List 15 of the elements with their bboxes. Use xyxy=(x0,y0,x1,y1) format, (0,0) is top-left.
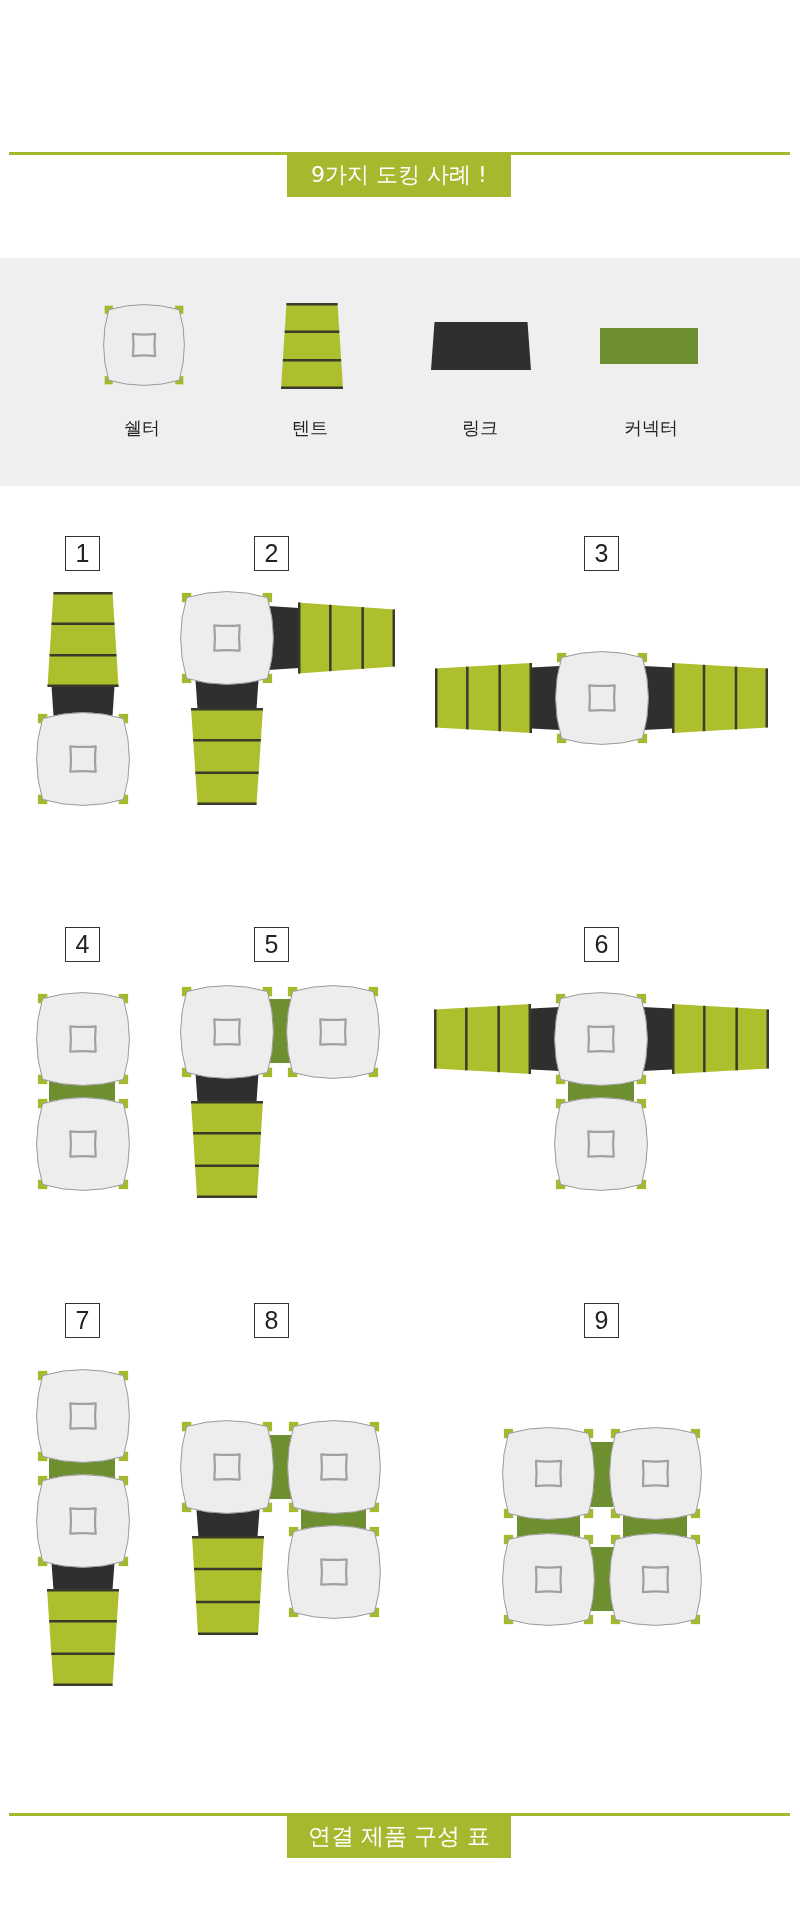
section-heading: 연결 제품 구성 표 xyxy=(287,1814,511,1858)
number-box: 6 xyxy=(584,927,619,962)
legend-label: 커넥터 xyxy=(624,417,678,439)
number-box: 3 xyxy=(584,536,619,571)
number-box: 2 xyxy=(254,536,289,571)
legend-label: 링크 xyxy=(462,417,498,439)
number-box: 8 xyxy=(254,1303,289,1338)
number-box: 1 xyxy=(65,536,100,571)
number-box: 5 xyxy=(254,927,289,962)
legend-label: 쉘터 xyxy=(124,417,160,439)
number-box: 9 xyxy=(584,1303,619,1338)
legend-label: 텐트 xyxy=(292,417,328,439)
number-box: 7 xyxy=(65,1303,100,1338)
section-heading: 9가지 도킹 사례 ! xyxy=(287,153,511,197)
number-box: 4 xyxy=(65,927,100,962)
